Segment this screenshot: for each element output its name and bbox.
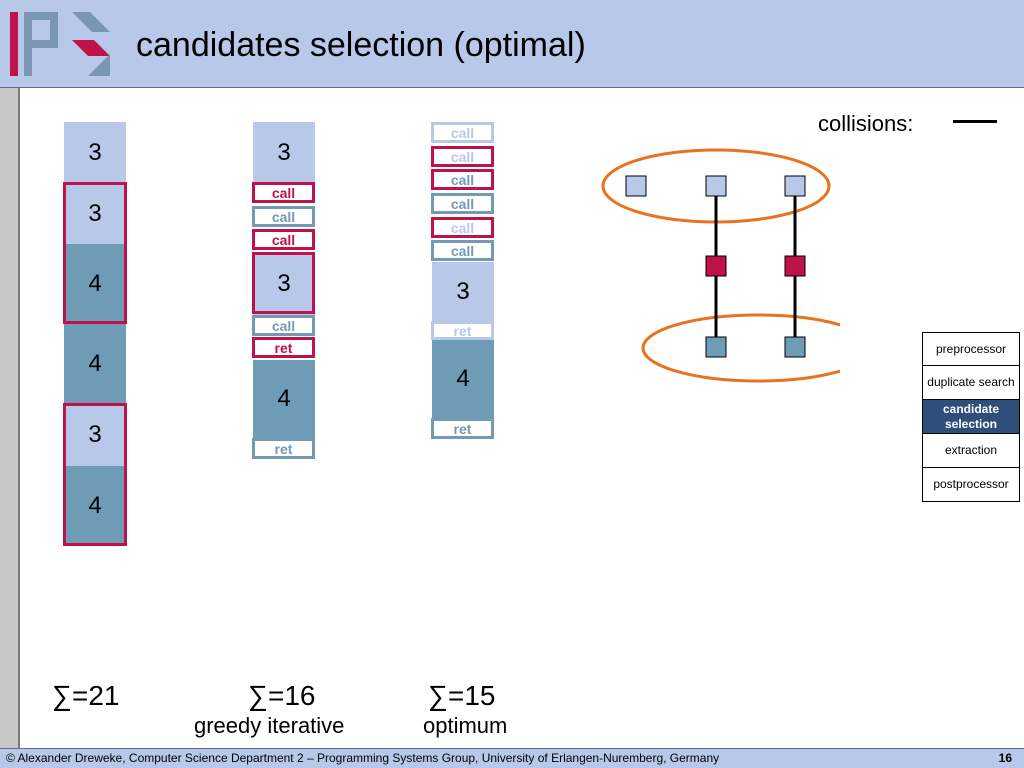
call-label: call (431, 193, 494, 214)
block-size-3: 3 (64, 122, 126, 184)
stage-duplicate-search: duplicate search (922, 366, 1020, 400)
caption-greedy: greedy iterative (194, 713, 345, 738)
left-side-band (0, 88, 20, 748)
call-label: call (431, 240, 494, 261)
graph-node-top (625, 175, 647, 197)
slide-title: candidates selection (optimal) (136, 26, 586, 64)
sum-greedy: ∑=16 (248, 680, 316, 711)
graph-node-bottom (705, 336, 727, 358)
graph-node-top (705, 175, 727, 197)
ret-label: ret (431, 418, 494, 439)
collision-graph (601, 148, 840, 383)
ips-logo (10, 12, 110, 76)
stage-preprocessor: preprocessor (922, 332, 1020, 366)
ret-label: ret (431, 321, 494, 340)
ret-label: ret (252, 337, 315, 358)
bottom-ellipse (641, 313, 840, 383)
call-label: call (252, 229, 315, 250)
call-label: call (431, 146, 494, 167)
candidate-frame (63, 182, 127, 324)
block-size-3: 3 (253, 122, 315, 184)
call-label: call (431, 169, 494, 190)
call-label: call (252, 315, 315, 336)
call-label: call (431, 122, 494, 143)
sum-optimum: ∑=15 (428, 680, 496, 711)
header-bar (0, 0, 1024, 88)
block-size-3: 3 (432, 262, 494, 322)
block-size-3: 3 (253, 253, 315, 315)
block-size-4: 4 (64, 466, 126, 546)
graph-node-middle (784, 255, 806, 277)
graph-node-middle (705, 255, 727, 277)
stage-candidate-selection: candidate selection (922, 400, 1020, 434)
footer-bar (0, 748, 1024, 768)
sum-original: ∑=21 (52, 680, 120, 711)
block-size-3: 3 (64, 404, 126, 466)
candidate-frame (63, 403, 127, 546)
block-size-3: 3 (64, 184, 126, 244)
block-size-4: 4 (64, 244, 126, 324)
pipeline-stages: preprocessor duplicate search candidate … (922, 332, 1020, 502)
collision-legend-line (953, 120, 997, 123)
block-size-4: 4 (64, 324, 126, 404)
candidate-frame (252, 252, 315, 314)
call-label: call (431, 217, 494, 238)
collisions-legend-label: collisions: (818, 111, 914, 136)
block-size-4: 4 (253, 360, 315, 438)
ret-label: ret (252, 438, 315, 459)
caption-optimum: optimum (423, 713, 508, 738)
call-label: call (252, 182, 315, 203)
block-size-4: 4 (432, 340, 494, 418)
footer-copyright: © Alexander Dreweke, Computer Science De… (6, 751, 720, 765)
graph-node-top (784, 175, 806, 197)
graph-node-bottom (784, 336, 806, 358)
stage-extraction: extraction (922, 434, 1020, 468)
call-label: call (252, 206, 315, 227)
stage-postprocessor: postprocessor (922, 468, 1020, 502)
page-number: 16 (998, 751, 1012, 765)
